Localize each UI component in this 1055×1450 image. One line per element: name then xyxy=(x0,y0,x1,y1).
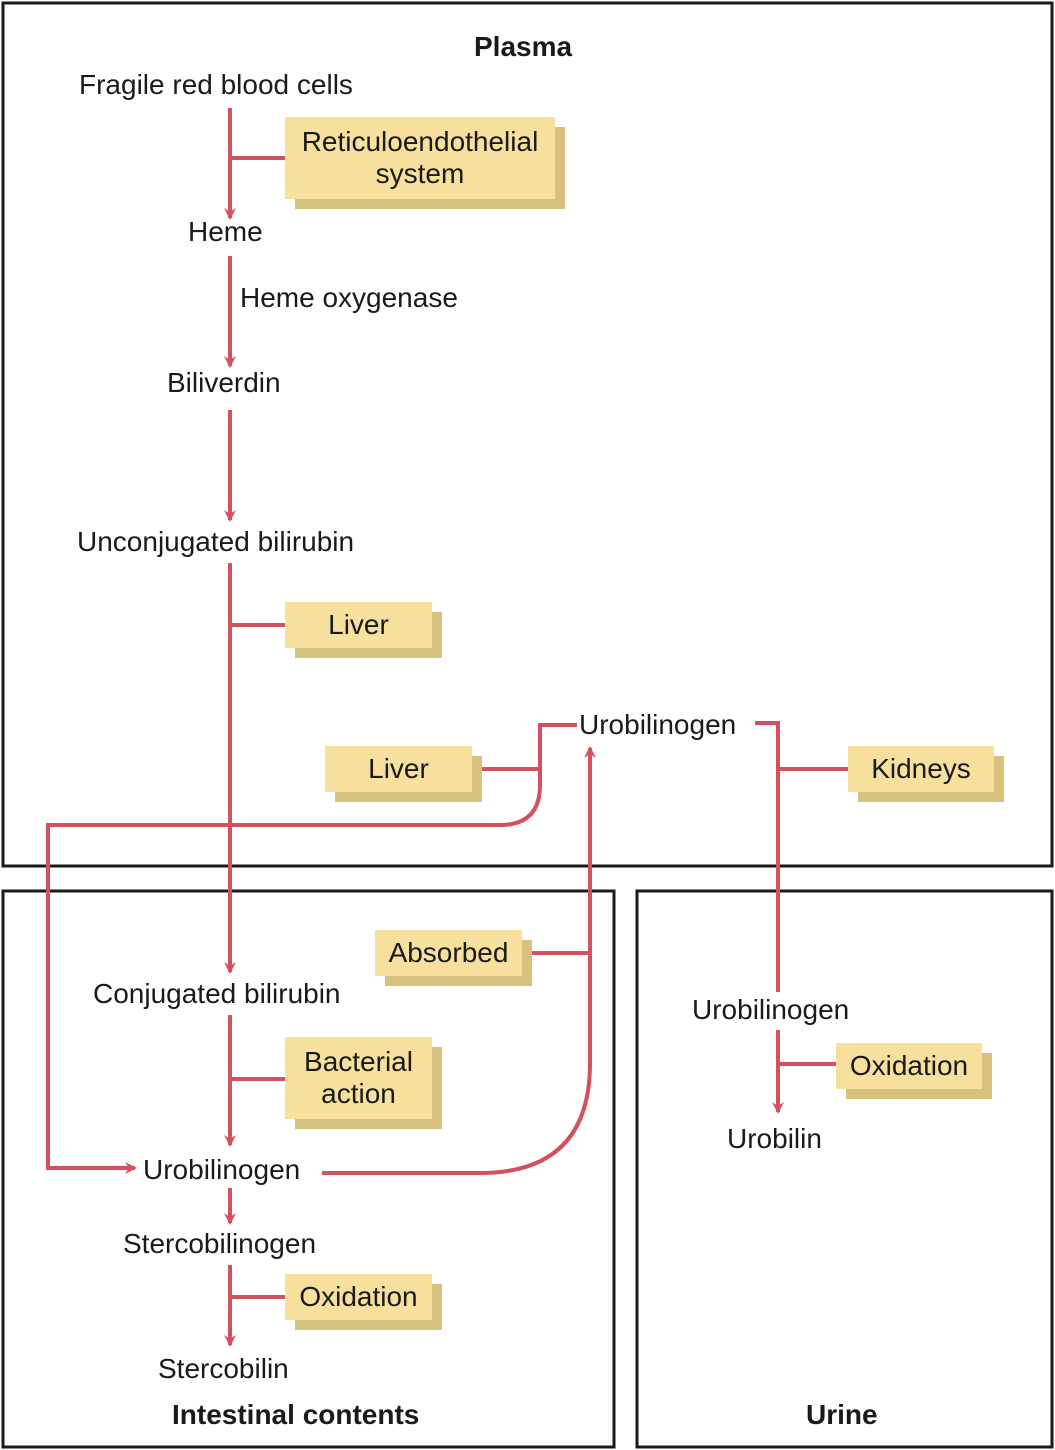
box-oxidation-urine: Oxidation xyxy=(836,1043,982,1089)
plasma-region xyxy=(1,1,1054,868)
box-bacterial-line1: Bacterial xyxy=(304,1046,413,1077)
node-urobilinogen-intestine: Urobilinogen xyxy=(143,1154,301,1185)
box-bacterial-action: Bacterial action xyxy=(285,1037,432,1119)
node-conjugated-bilirubin: Conjugated bilirubin xyxy=(93,978,341,1009)
box-liver-conjugation: Liver xyxy=(285,602,432,648)
intestinal-region xyxy=(1,889,616,1449)
box-res-line1: Reticuloendothelial xyxy=(301,126,539,157)
node-biliverdin: Biliverdin xyxy=(167,367,281,398)
box-res-line2: system xyxy=(375,158,465,189)
box-liver-excretion: Liver xyxy=(325,746,472,792)
node-urobilin: Urobilin xyxy=(727,1123,822,1154)
urine-label: Urine xyxy=(806,1399,878,1430)
node-stercobilinogen: Stercobilinogen xyxy=(123,1228,317,1259)
box-kidneys: Kidneys xyxy=(848,746,994,792)
enzyme-heme-oxygenase: Heme oxygenase xyxy=(240,282,458,313)
plasma-label: Plasma xyxy=(474,31,573,62)
node-fragile-rbc: Fragile red blood cells xyxy=(79,69,353,100)
box-absorbed: Absorbed xyxy=(375,930,522,976)
node-unconjugated-bilirubin: Unconjugated bilirubin xyxy=(77,526,355,557)
box-reticuloendothelial-system: Reticuloendothelial system xyxy=(285,117,555,199)
node-urobilinogen-urine: Urobilinogen xyxy=(692,994,850,1025)
arrow-intestine-urobilinogen-to-plasma xyxy=(322,746,596,1175)
node-urobilinogen-plasma: Urobilinogen xyxy=(579,709,737,740)
arrow-plasma-urobilinogen-to-intestine xyxy=(46,723,577,1174)
intestinal-contents-label: Intestinal contents xyxy=(172,1399,420,1430)
box-bacterial-line2: action xyxy=(321,1078,396,1109)
box-oxidation-intestine: Oxidation xyxy=(285,1274,432,1320)
urine-region xyxy=(635,889,1054,1449)
node-heme: Heme xyxy=(188,216,263,247)
arrow-plasma-urobilinogen-to-urine xyxy=(755,721,780,992)
node-stercobilin: Stercobilin xyxy=(158,1353,289,1384)
